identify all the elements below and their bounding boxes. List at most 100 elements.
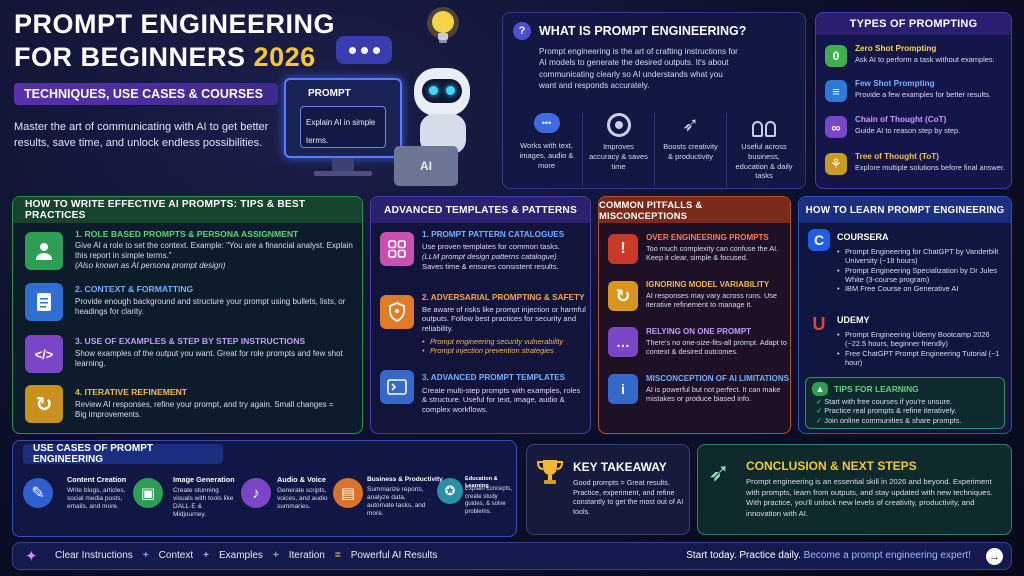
- learning-tips-list: ✓ Start with free courses if you're unsu…: [816, 397, 1004, 425]
- footer-cta: Start today. Practice daily. Become a pr…: [686, 550, 971, 561]
- types-item-desc: Provide a few examples for better result…: [855, 90, 991, 99]
- use-case-desc: Create stunning visuals with tools like …: [173, 487, 234, 519]
- use-case-desc: Write blogs, articles, social media post…: [67, 487, 126, 511]
- use-case-desc: Summarize reports, analyze data, automat…: [367, 486, 426, 518]
- types-item-title: Tree of Thought (ToT): [855, 152, 939, 161]
- types-panel: TYPES OF PROMPTING 0 Zero Shot Prompting…: [815, 12, 1012, 189]
- what-is-features: ••• Works with text, images, audio & mor…: [511, 113, 801, 187]
- what-is-title: WHAT IS PROMPT ENGINEERING?: [539, 24, 747, 38]
- feature-label: Boosts creativity & productivity: [663, 142, 718, 161]
- udemy-name: UDEMY: [837, 315, 870, 325]
- chain-icon: ∞: [825, 116, 847, 138]
- cycle-icon: ↻: [608, 281, 638, 311]
- what-is-description: Prompt engineering is the art of craftin…: [539, 47, 738, 90]
- template-title: 1. PROMPT PATTERN CATALOGUES: [422, 230, 565, 239]
- what-is-panel: ? WHAT IS PROMPT ENGINEERING? Prompt eng…: [502, 12, 806, 189]
- tips-panel: HOW TO WRITE EFFECTIVE AI PROMPTS: TIPS …: [12, 196, 363, 434]
- code-icon: </>: [25, 335, 63, 373]
- types-item-title: Chain of Thought (CoT): [855, 115, 947, 124]
- grid-icon: [380, 232, 414, 266]
- pitfall-desc: AI responses may vary across runs. Use i…: [646, 291, 777, 310]
- chat-dots-icon: [336, 36, 392, 64]
- speaker-icon: ♪: [241, 478, 271, 508]
- formula-operator: =: [334, 550, 341, 561]
- cta-highlight: Become a prompt engineering expert!: [803, 550, 971, 561]
- graduation-cap-icon: ▲: [812, 382, 828, 396]
- pitfall-desc: There's no one-size-fits-all prompt. Ada…: [646, 338, 787, 357]
- formula-operator: +: [272, 550, 279, 561]
- use-cases-title-tab: USE CASES OF PROMPT ENGINEERING: [23, 443, 223, 465]
- takeaway-title: KEY TAKEAWAY: [573, 460, 667, 474]
- check-icon: ✓: [816, 406, 825, 416]
- types-item-desc: Guide AI to reason step by step.: [855, 126, 961, 135]
- tip-note: (Also known as AI persona prompt design): [75, 261, 226, 270]
- list-icon: ≡: [825, 80, 847, 102]
- course-item: Prompt Engineering Udemy Bootcamp 2026 (…: [837, 330, 1003, 349]
- rocket-icon: ➶: [682, 114, 699, 136]
- formula-term: Iteration: [288, 550, 325, 561]
- hero-title-line2-text: FOR BEGINNERS: [14, 42, 246, 72]
- feature-item: ••• Works with text, images, audio & mor…: [511, 113, 583, 187]
- formula-operator: +: [142, 550, 149, 561]
- pitfall-desc: AI is powerful but not perfect. It can m…: [646, 385, 781, 404]
- template-bullet: Prompt injection prevention strategies: [422, 346, 587, 356]
- learning-tip: ✓ Practice real prompts & refine iterati…: [816, 406, 957, 416]
- use-case-desc: Explain concepts, create study guides, &…: [465, 486, 513, 515]
- what-is-badge: ?: [518, 25, 526, 37]
- formula-term: Context: [158, 550, 194, 561]
- types-item-desc: Explore multiple solutions before final …: [855, 163, 1005, 172]
- tip-title: 4. ITERATIVE REFINEMENT: [75, 387, 188, 397]
- types-item-desc: Ask AI to perform a task without example…: [855, 55, 995, 64]
- pen-icon: ✎: [23, 478, 53, 508]
- template-bullets: Prompt engineering security vulnerabilit…: [422, 337, 587, 356]
- robot-head: [414, 68, 470, 116]
- tip-desc: Provide enough background and structure …: [75, 297, 346, 316]
- rocket-icon: ➶: [708, 457, 730, 487]
- conclusion-panel: ➶ CONCLUSION & NEXT STEPS Prompt enginee…: [697, 444, 1012, 535]
- conclusion-text: Prompt engineering is an essential skill…: [746, 477, 993, 518]
- takeaway-text: Good prompts = Great results. Practice, …: [573, 478, 684, 517]
- hero-illustration: PROMPT Explain AI in simple terms. AI: [284, 6, 492, 188]
- template-desc2: Saves time & ensures consistent results.: [422, 262, 559, 271]
- coursera-logo-icon: C: [808, 229, 830, 251]
- pitfalls-title: COMMON PITFALLS & MISCONCEPTIONS: [599, 197, 790, 223]
- image-icon: ▣: [133, 478, 163, 508]
- pitfall-title: RELYING ON ONE PROMPT: [646, 327, 752, 336]
- course-item: Free ChatGPT Prompt Engineering Tutorial…: [837, 349, 1003, 368]
- use-case-title: Education & Learning: [465, 476, 498, 489]
- refresh-icon: ↻: [25, 385, 63, 423]
- tip-title: 3. USE OF EXAMPLES & STEP BY STEP INSTRU…: [75, 336, 306, 346]
- tree-icon: ⚘: [825, 153, 847, 175]
- arrow-right-icon[interactable]: →: [986, 548, 1003, 565]
- udemy-courses: Prompt Engineering Udemy Bootcamp 2026 (…: [837, 330, 1003, 367]
- tip-desc: Give AI a role to set the context. Examp…: [75, 241, 353, 260]
- hero-title-line1: PROMPT ENGINEERING: [14, 9, 336, 39]
- question-icon: ?: [513, 22, 531, 40]
- warning-icon: !: [608, 234, 638, 264]
- document-icon: [25, 283, 63, 321]
- feature-item: Improves accuracy & saves time: [583, 113, 655, 187]
- briefcase-icon: ▤: [333, 478, 363, 508]
- tip-title: 2. CONTEXT & FORMATTING: [75, 284, 194, 294]
- footer-bar: ✦ Clear Instructions + Context + Example…: [12, 542, 1012, 570]
- course-item: IBM Free Course on Generative AI: [837, 284, 1003, 294]
- use-case-title: Business & Productivity: [367, 476, 443, 483]
- feature-label: Improves accuracy & saves time: [589, 142, 648, 171]
- tips-title: HOW TO WRITE EFFECTIVE AI PROMPTS: TIPS …: [13, 197, 362, 223]
- tip-desc: Show examples of the output you want. Gr…: [75, 349, 343, 368]
- hero-subtitle-text: TECHNIQUES, USE CASES & COURSES: [24, 87, 263, 101]
- terminal-icon: [380, 370, 414, 404]
- info-icon: i: [608, 374, 638, 404]
- template-title: 2. ADVERSARIAL PROMPTING & SAFETY: [422, 293, 585, 302]
- formula-term: Examples: [218, 550, 263, 561]
- monitor-prompt-text: Explain AI in simple terms.: [306, 118, 376, 145]
- feature-item: ➶ Boosts creativity & productivity: [655, 113, 727, 187]
- laptop: AI: [394, 146, 458, 186]
- shield-icon: [380, 295, 414, 329]
- learning-tip: ✓ Join online communities & share prompt…: [816, 415, 962, 425]
- template-title: 3. ADVANCED PROMPT TEMPLATES: [422, 373, 566, 382]
- cta-plain: Start today. Practice daily.: [686, 550, 801, 561]
- hero-title-year: 2026: [253, 42, 316, 72]
- feature-label: Works with text, images, audio & more: [519, 141, 574, 170]
- coursera-courses: Prompt Engineering for ChatGPT by Vander…: [837, 247, 1003, 294]
